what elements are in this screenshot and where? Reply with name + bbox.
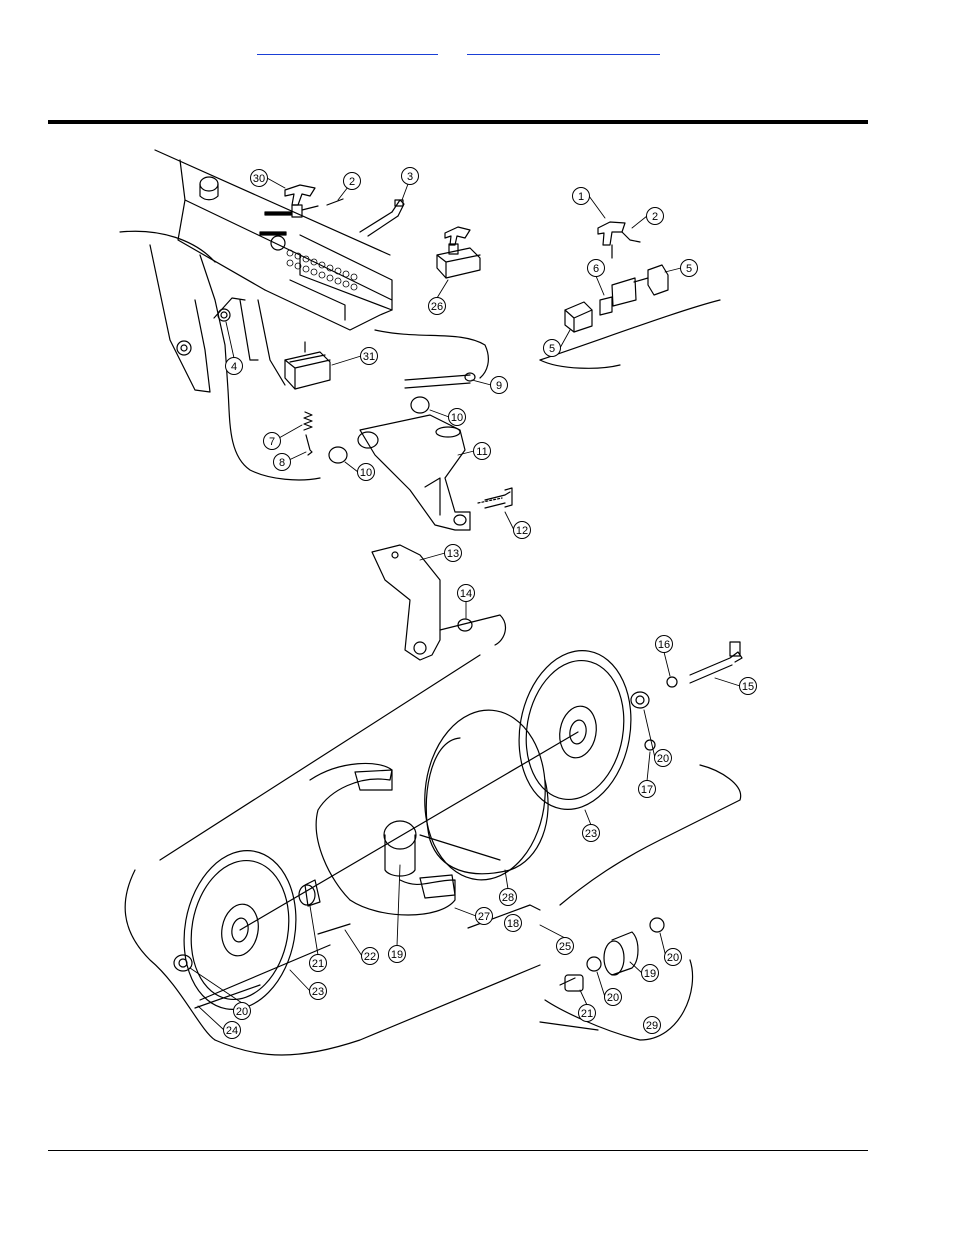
callout-2: 2 (647, 208, 664, 225)
callout-number: 22 (364, 951, 376, 963)
callout-4: 4 (226, 358, 243, 375)
callout-20: 20 (665, 949, 682, 966)
footer-rule (48, 1150, 868, 1151)
callout-8: 8 (274, 454, 291, 471)
callout-20: 20 (234, 1003, 251, 1020)
callout-10: 10 (449, 409, 466, 426)
callout-number: 24 (226, 1025, 238, 1037)
callout-12: 12 (514, 522, 531, 539)
callout-number: 25 (559, 941, 571, 953)
callout-10: 10 (358, 464, 375, 481)
callout-number: 21 (312, 958, 324, 970)
callout-number: 10 (360, 467, 372, 479)
callout-number: 14 (460, 588, 472, 600)
callout-17: 17 (639, 781, 656, 798)
callout-number: 17 (641, 784, 653, 796)
callout-number: 7 (269, 436, 275, 448)
callout-23: 23 (583, 825, 600, 842)
callout-14: 14 (458, 585, 475, 602)
callout-number: 5 (549, 343, 555, 355)
callout-number: 20 (657, 753, 669, 765)
callout-number: 9 (496, 380, 502, 392)
callout-5: 5 (681, 260, 698, 277)
callout-number: 6 (593, 263, 599, 275)
callout-2: 2 (344, 173, 361, 190)
callout-number: 5 (686, 263, 692, 275)
callout-number: 10 (451, 412, 463, 424)
callout-number: 28 (502, 892, 514, 904)
callout-30: 30 (251, 170, 268, 187)
wheel-assembly-drawing (125, 642, 742, 1055)
callout-5: 5 (544, 340, 561, 357)
callout-number: 12 (516, 525, 528, 537)
callout-number: 19 (644, 968, 656, 980)
callout-18: 18 (505, 915, 522, 932)
callout-number: 20 (667, 952, 679, 964)
callout-15: 15 (740, 678, 757, 695)
callout-number: 13 (447, 548, 459, 560)
callout-28: 28 (500, 889, 517, 906)
callout-9: 9 (491, 377, 508, 394)
callout-16: 16 (656, 636, 673, 653)
callout-21: 21 (579, 1005, 596, 1022)
callout-number: 30 (253, 173, 265, 185)
callout-number: 3 (407, 171, 413, 183)
callout-11: 11 (474, 443, 491, 460)
callout-number: 20 (236, 1006, 248, 1018)
callout-number: 18 (507, 918, 519, 930)
callout-1: 1 (573, 188, 590, 205)
callout-24: 24 (224, 1022, 241, 1039)
callout-number: 31 (363, 351, 375, 363)
callout-number: 19 (391, 949, 403, 961)
header-link-1[interactable] (257, 40, 438, 55)
callout-number: 1 (578, 191, 584, 203)
callout-7: 7 (264, 433, 281, 450)
callout-number: 20 (607, 992, 619, 1004)
callout-13: 13 (445, 545, 462, 562)
callout-number: 26 (431, 301, 443, 313)
callout-21: 21 (310, 955, 327, 972)
callout-number: 16 (658, 639, 670, 651)
callout-31: 31 (361, 348, 378, 365)
callout-19: 19 (389, 946, 406, 963)
callout-number: 4 (231, 361, 237, 373)
callout-number: 23 (312, 986, 324, 998)
callout-19: 19 (642, 965, 659, 982)
callout-number: 29 (646, 1020, 658, 1032)
bracket-13-drawing (372, 545, 505, 660)
handle-assembly-26-drawing (437, 227, 480, 278)
callout-number: 27 (478, 911, 490, 923)
callout-20: 20 (655, 750, 672, 767)
callout-22: 22 (362, 948, 379, 965)
callout-number: 23 (585, 828, 597, 840)
callout-25: 25 (557, 938, 574, 955)
lock-handle-drawing (285, 185, 404, 236)
spring-pin-drawing (304, 412, 312, 455)
valve-assembly-drawing (540, 222, 720, 368)
callout-6: 6 (588, 260, 605, 277)
callout-number: 15 (742, 681, 754, 693)
callout-27: 27 (476, 908, 493, 925)
header-rule (48, 120, 868, 124)
callout-number: 8 (279, 457, 285, 469)
leader-lines (190, 178, 740, 1030)
callout-20: 20 (605, 989, 622, 1006)
callout-number: 2 (652, 211, 658, 223)
header-link-2[interactable] (467, 40, 660, 55)
callout-23: 23 (310, 983, 327, 1000)
block-31-drawing (285, 342, 330, 389)
callout-29: 29 (644, 1017, 661, 1034)
callout-number: 21 (581, 1008, 593, 1020)
callout-number: 2 (349, 176, 355, 188)
callout-3: 3 (402, 168, 419, 185)
callout-26: 26 (429, 298, 446, 315)
callout-number: 11 (476, 446, 487, 458)
